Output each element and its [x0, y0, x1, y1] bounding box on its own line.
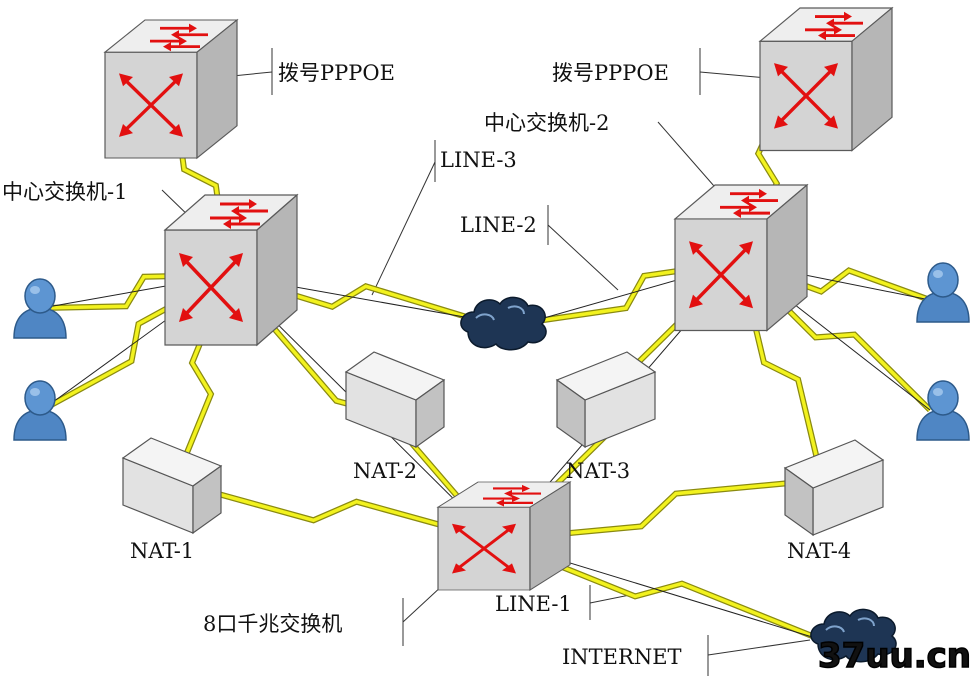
nat-4-box [784, 439, 884, 536]
nat-2-box [345, 351, 445, 448]
watermark: 37uu.cn [818, 636, 970, 676]
label-nat-2: NAT-2 [353, 459, 417, 483]
dialup-switch-left [103, 18, 239, 160]
link [174, 480, 496, 542]
label-core-switch-1: 中心交换机-1 [2, 180, 127, 204]
dialup-switch-right [758, 6, 894, 153]
user-icon [916, 262, 970, 323]
core-switch-2 [673, 183, 809, 333]
label-nat-4: NAT-4 [787, 539, 851, 563]
user-icon [13, 380, 67, 441]
label-gigabit-switch: 8口千兆交换机 [203, 612, 342, 636]
gigabit-switch [436, 480, 572, 592]
label-line-1: LINE-1 [495, 592, 572, 616]
nat-1-box [122, 437, 222, 534]
label-line-2: LINE-2 [460, 213, 537, 237]
label-internet: INTERNET [562, 645, 682, 669]
label-line-3: LINE-3 [440, 148, 517, 172]
core-switch-1 [163, 193, 299, 347]
label-dialup-right: 拨号PPPOE [552, 61, 669, 85]
label-dialup-left: 拨号PPPOE [278, 61, 395, 85]
nat-3-box [556, 351, 656, 448]
label-core-switch-2: 中心交换机-2 [484, 111, 609, 135]
cloud-icon [459, 296, 548, 351]
label-nat-3: NAT-3 [566, 459, 630, 483]
user-icon [916, 380, 970, 441]
label-nat-1: NAT-1 [130, 539, 194, 563]
